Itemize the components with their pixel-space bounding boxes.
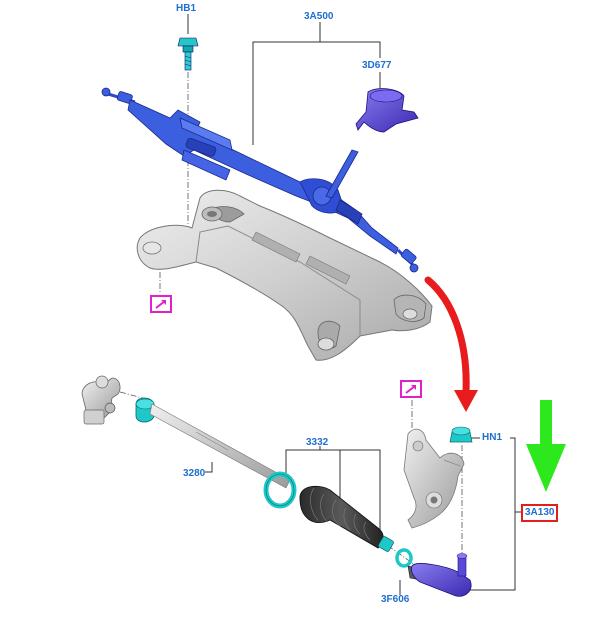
leader-lines: [187, 14, 525, 595]
clamp-ring: [263, 471, 297, 509]
detail-view-icon[interactable]: [150, 295, 172, 313]
label-3a130: 3A130: [521, 504, 559, 522]
steering-knuckle: [403, 428, 465, 529]
small-clamp-3f606: [378, 536, 413, 568]
green-down-arrow: [526, 400, 566, 492]
detail-view-arrow-icon: [155, 300, 166, 309]
steering-rack-3a500: [101, 87, 419, 273]
bellows-boot: [299, 485, 384, 549]
label-3332: 3332: [306, 437, 329, 448]
label-3f606: 3F606: [381, 594, 410, 605]
detail-view-icon[interactable]: [400, 380, 422, 398]
nut-hn1: [449, 426, 473, 443]
inner-tie-rod-3280: [81, 375, 291, 489]
subframe: [136, 189, 433, 361]
label-hn1: HN1: [482, 432, 503, 443]
red-curved-arrow: [424, 276, 478, 412]
label-3280: 3280: [183, 468, 206, 479]
bolt-hb1: [177, 37, 199, 71]
label-3d677: 3D677: [362, 60, 392, 71]
label-hb1: HB1: [176, 3, 197, 14]
outer-tie-rod-3a130: [407, 553, 472, 597]
detail-view-arrow-icon: [405, 385, 416, 394]
boot-cover-3d677: [355, 88, 419, 133]
label-3a500: 3A500: [304, 11, 334, 22]
